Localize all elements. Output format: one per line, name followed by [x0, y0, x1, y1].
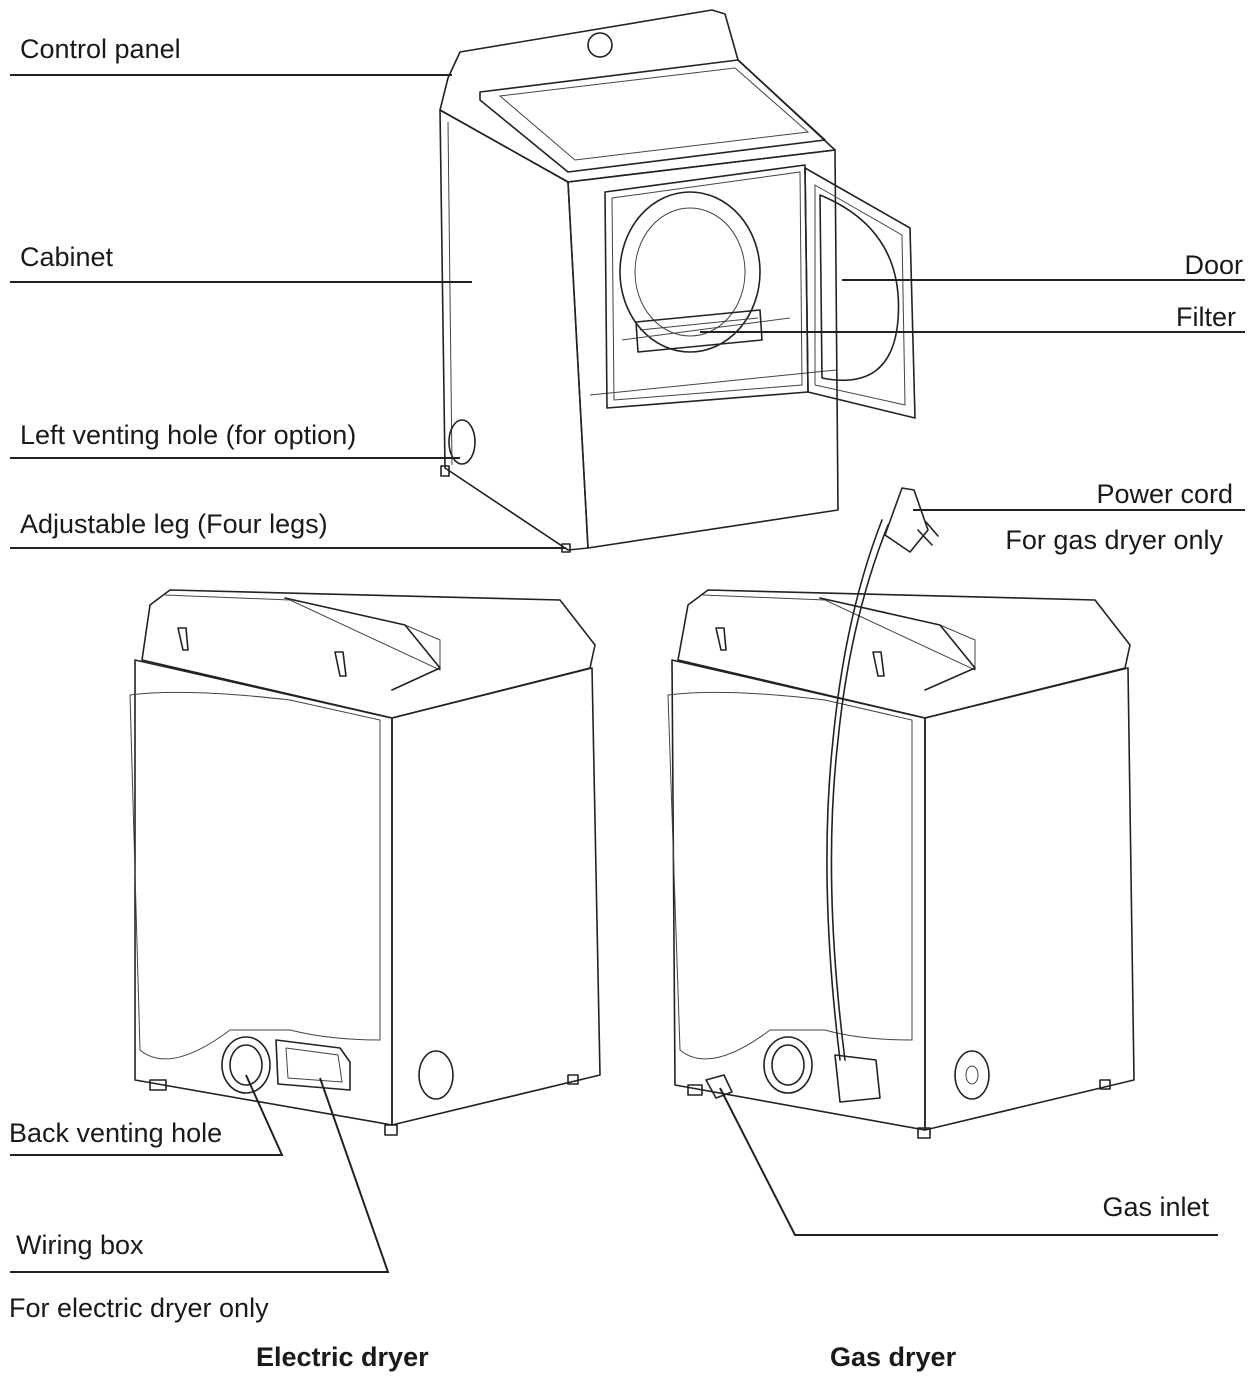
door-opening	[604, 164, 809, 409]
gas-back-venting-hole	[763, 1036, 813, 1094]
door-shape	[804, 167, 916, 419]
left-venting-hole-shape	[448, 419, 476, 465]
label-wiring-box-note: For electric dryer only	[9, 1293, 269, 1323]
electric-back-venting-hole	[221, 1036, 271, 1094]
gas-dryer-illustration	[667, 487, 1135, 1139]
label-filter: Filter	[1176, 302, 1236, 332]
leader-wiring-box	[10, 1077, 390, 1273]
leader-lines	[10, 74, 1245, 1273]
label-control-panel: Control panel	[20, 34, 181, 64]
door-window	[819, 194, 900, 382]
label-door: Door	[1184, 250, 1243, 280]
caption-gas-dryer: Gas dryer	[830, 1342, 957, 1372]
leader-gas-inlet	[719, 1087, 1218, 1236]
gas-back-panel	[671, 659, 926, 1131]
label-power-cord-note: For gas dryer only	[1005, 525, 1223, 555]
filter-shape	[635, 309, 763, 353]
caption-electric-dryer: Electric dryer	[256, 1342, 429, 1372]
wiring-box-shape	[275, 1039, 351, 1091]
leader-back-venting-hole	[10, 1074, 284, 1156]
label-power-cord: Power cord	[1096, 479, 1233, 509]
electric-back-panel	[134, 659, 393, 1126]
gas-inlet-shape	[705, 1074, 733, 1099]
power-plug-shape	[884, 487, 929, 553]
cabinet-side-shape	[439, 109, 589, 551]
label-cabinet: Cabinet	[20, 242, 114, 272]
label-back-venting-hole: Back venting hole	[9, 1118, 223, 1148]
label-adjustable-leg: Adjustable leg (Four legs)	[20, 509, 328, 539]
electric-dryer-illustration	[129, 589, 601, 1136]
cabinet-front-shape	[567, 149, 839, 549]
label-left-venting-hole: Left venting hole (for option)	[20, 420, 357, 450]
drum-back	[619, 191, 761, 353]
control-knob	[587, 32, 613, 58]
label-gas-inlet: Gas inlet	[1102, 1192, 1209, 1222]
front-dryer-illustration	[439, 9, 916, 553]
lid-top-shape	[479, 59, 826, 173]
label-wiring-box: Wiring box	[16, 1230, 144, 1260]
power-cord-shape	[830, 524, 889, 1061]
